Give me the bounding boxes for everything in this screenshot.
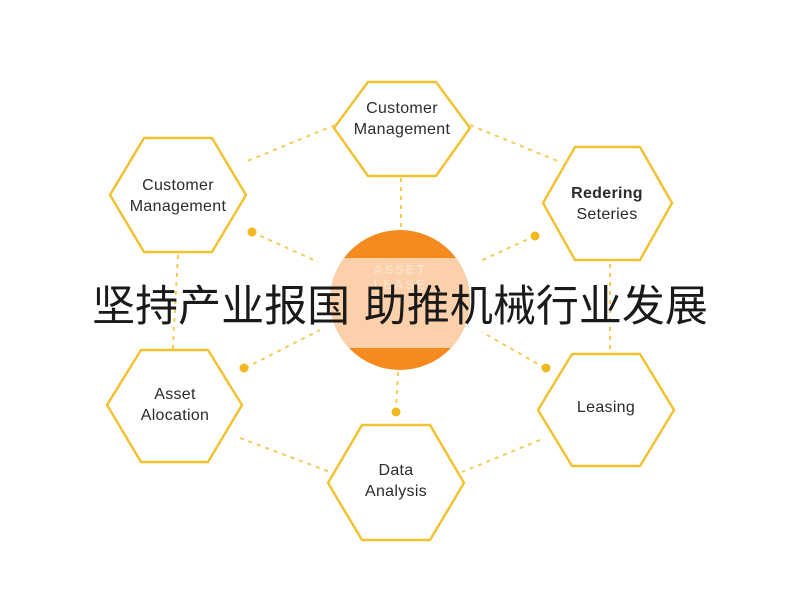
spoke-lower-right (481, 331, 546, 369)
dot-bottom (391, 407, 401, 417)
dot-upper-right (530, 231, 540, 241)
spoke-upper-left (251, 231, 319, 263)
ring-connectors (171, 124, 611, 473)
hex-upper-left (108, 136, 248, 254)
spoke-bottom (395, 371, 399, 413)
node-lower-left-line1: Asset (154, 386, 196, 403)
spokes (244, 178, 546, 413)
hex-top (332, 80, 472, 178)
node-label-lower-left: Asset Alocation (100, 384, 250, 426)
dot-upper-left (247, 227, 257, 237)
node-label-upper-left: Customer Management (103, 175, 253, 217)
node-label-bottom: Data Analysis (321, 460, 471, 502)
node-upper-left-line1: Customer (142, 177, 214, 194)
node-label-upper-right: Redering Seteries (532, 183, 682, 225)
connector-top-upperleft (244, 124, 336, 163)
center-label-text: ASSET LEASE (373, 262, 427, 292)
node-top-line1: Customer (366, 100, 438, 117)
center-band (330, 258, 470, 348)
banner-title: 坚持产业报国 助推机械行业发展 (92, 282, 708, 332)
node-label-lower-right: Leasing (531, 397, 681, 418)
connector-top-upperright (469, 124, 561, 163)
hex-bottom (326, 423, 466, 542)
node-upper-right-line1: Redering (571, 185, 643, 202)
node-upper-right-line2: Seteries (576, 206, 638, 223)
dot-lower-left (239, 363, 249, 373)
connector-lowerright-bottom (461, 439, 541, 473)
node-upper-left-line2: Management (129, 198, 227, 215)
hex-upper-right (541, 145, 674, 262)
dot-lower-right (541, 363, 551, 373)
node-label-top: Customer Management (327, 98, 477, 140)
center-label: ASSET LEASE (330, 262, 470, 292)
node-bottom-line2: Analysis (365, 483, 427, 500)
hex-lower-right (536, 352, 676, 468)
connector-dots (239, 227, 551, 417)
node-lower-right-line1: Leasing (576, 399, 636, 416)
spoke-upper-right (477, 235, 536, 263)
connector-lowerleft-bottom (239, 437, 331, 473)
hex-lower-left (105, 348, 244, 464)
node-lower-left-line2: Alocation (140, 407, 210, 424)
hexagons (105, 80, 676, 542)
node-bottom-line1: Data (378, 462, 414, 479)
node-top-line2: Management (353, 121, 451, 138)
center-node (330, 230, 470, 370)
